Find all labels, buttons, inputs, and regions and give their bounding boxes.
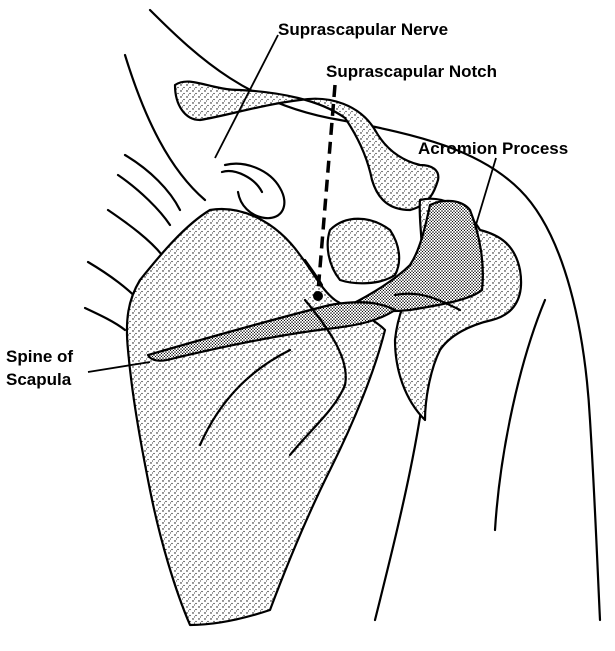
label-suprascapular-nerve: Suprascapular Nerve <box>278 20 448 40</box>
clavicle <box>175 82 438 210</box>
label-spine-of-scapula-line2: Scapula <box>6 370 71 390</box>
notch-pointer-dot <box>313 291 323 301</box>
nerve-loop-inner <box>222 171 262 192</box>
rib-6 <box>118 175 170 225</box>
label-spine-of-scapula-line1: Spine of <box>6 347 73 367</box>
label-suprascapular-notch: Suprascapular Notch <box>326 62 497 82</box>
rib-5 <box>85 308 125 330</box>
rib-1 <box>125 55 205 200</box>
coracoid-process <box>328 219 399 284</box>
acromion-leader-line <box>475 158 496 228</box>
rib-2 <box>125 155 180 210</box>
label-acromion-process: Acromion Process <box>418 139 568 159</box>
rib-3 <box>108 210 162 255</box>
arm-outline <box>495 300 545 530</box>
